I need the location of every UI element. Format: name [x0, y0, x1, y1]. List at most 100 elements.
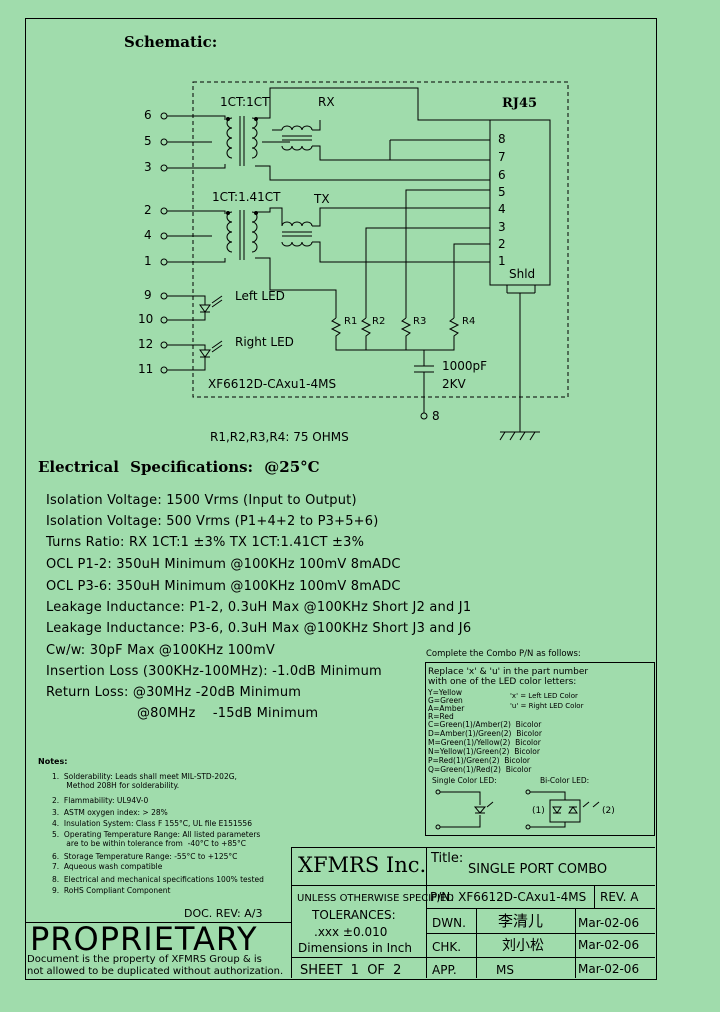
resistor-note: R1,R2,R3,R4: 75 OHMS	[210, 430, 349, 444]
left-pin-circles	[160, 112, 428, 420]
pin-9-label: 9	[144, 288, 152, 302]
tolerance-line-1: UNLESS OTHERWISE SPECIFIED	[297, 893, 454, 904]
rj45-pin-4: 4	[498, 202, 506, 216]
app-label: APP.	[432, 963, 457, 977]
pin-11-label: 11	[138, 362, 154, 376]
tb-line	[426, 933, 655, 934]
tb-line	[291, 847, 655, 848]
bicolor-pin-1: (1)	[532, 806, 545, 816]
pin-12-label: 12	[138, 337, 154, 351]
tb-line	[291, 957, 655, 958]
spec-line: Isolation Voltage: 1500 Vrms (Input to O…	[46, 493, 357, 508]
combo-box	[425, 662, 655, 836]
combo-color: D=Amber(1)/Green(2) Bicolor	[428, 729, 542, 738]
pin-5-label: 5	[144, 134, 152, 148]
combo-color: C=Green(1)/Amber(2) Bicolor	[428, 720, 542, 729]
led-symbols	[435, 789, 600, 830]
spec-line: Leakage Inductance: P3-6, 0.3uH Max @100…	[46, 621, 472, 636]
spec-line: @80MHz -15dB Minimum	[46, 706, 319, 721]
r2-label: R2	[372, 316, 386, 327]
combo-color: P=Red(1)/Green(2) Bicolor	[428, 756, 531, 765]
doc-revision: DOC. REV: A/3	[184, 907, 263, 920]
proprietary-label: PROPRIETARY	[30, 920, 258, 958]
left-led-label: Left LED	[235, 289, 285, 303]
note-line: 5. Operating Temperature Range: All list…	[52, 830, 261, 839]
combo-intro: with one of the LED color letters:	[428, 677, 577, 687]
rj45-body	[489, 119, 551, 286]
part-number: P/N: XF6612D-CAxu1-4MS	[430, 890, 587, 904]
right-led-label: Right LED	[235, 335, 294, 349]
combo-u-note: 'u' = Right LED Color	[510, 702, 584, 710]
tx-label: TX	[314, 192, 330, 206]
spec-line: Isolation Voltage: 500 Vrms (P1+4+2 to P…	[46, 514, 379, 529]
rj45-pin-1: 1	[498, 254, 506, 268]
combo-color: R=Red	[428, 712, 454, 721]
rj45-pin-8: 8	[498, 132, 506, 146]
note-line: 8. Electrical and mechanical specificati…	[52, 875, 264, 884]
cap-voltage: 2KV	[442, 377, 466, 391]
note-line: 9. RoHS Compliant Component	[52, 886, 171, 895]
bicolor-led-label: Bi-Color LED:	[540, 776, 590, 785]
rj45-pin-7: 7	[498, 150, 506, 164]
note-line: 4. Insulation System: Class F 155°C, UL …	[52, 819, 252, 828]
rj45-label: RJ45	[502, 96, 538, 111]
combo-color: G=Green	[428, 696, 463, 705]
tb-line	[575, 908, 576, 978]
tb-line	[291, 885, 655, 886]
spec-line: Insertion Loss (300KHz-100MHz): -1.0dB M…	[46, 664, 382, 679]
pin-2-label: 2	[144, 203, 152, 217]
spec-line: Leakage Inductance: P1-2, 0.3uH Max @100…	[46, 600, 472, 615]
chk-label: CHK.	[432, 940, 462, 954]
note-line: Method 208H for solderability.	[52, 781, 180, 790]
rj45-pin-3: 3	[498, 220, 506, 234]
spec-line: Turns Ratio: RX 1CT:1 ±3% TX 1CT:1.41CT …	[46, 535, 365, 550]
company-name: XFMRS Inc.	[298, 853, 427, 877]
combo-color: A=Amber	[428, 704, 465, 713]
tb-line	[426, 908, 655, 909]
tb-line	[291, 847, 292, 978]
note-line: 1. Solderability: Leads shall meet MIL-S…	[52, 772, 237, 781]
combo-color: M=Green(1)/Yellow(2) Bicolor	[428, 738, 541, 747]
notes-title: Notes:	[38, 757, 68, 766]
cap-value: 1000pF	[442, 359, 488, 373]
tolerance-line-3: .xxx ±0.010	[314, 925, 388, 939]
dwn-name: 李清儿	[498, 912, 544, 930]
note-line: 6. Storage Temperature Range: -55°C to +…	[52, 852, 238, 861]
tolerance-line-4: Dimensions in Inch	[298, 941, 412, 955]
spec-line: OCL P1-2: 350uH Minimum @100KHz 100mV 8m…	[46, 557, 401, 572]
electrical-spec-title: Electrical Specifications: @25°C	[38, 458, 320, 476]
rj45-pin-6: 6	[498, 168, 506, 182]
spec-line: Return Loss: @30MHz -20dB Minimum	[46, 685, 302, 700]
note-line: are to be within tolerance from -40°C to…	[52, 839, 246, 848]
rx-label: RX	[318, 95, 335, 109]
note-line: 3. ASTM oxygen index: > 28%	[52, 808, 168, 817]
shield-label: Shld	[509, 267, 536, 281]
r3-label: R3	[413, 316, 427, 327]
title-label: Title:	[431, 851, 464, 866]
chk-name: 刘小松	[502, 938, 544, 954]
note-line: 2. Flammability: UL94V-0	[52, 796, 149, 805]
r1-label: R1	[344, 316, 358, 327]
combo-color: Q=Green(1)/Red(2) Bicolor	[428, 765, 532, 774]
proprietary-line-1: Document is the property of XFMRS Group …	[27, 954, 262, 965]
spec-line: OCL P3-6: 350uH Minimum @100KHz 100mV 8m…	[46, 579, 401, 594]
schematic-part-label: XF6612D-CAxu1-4MS	[208, 377, 337, 391]
rx-ratio-label: 1CT:1CT	[220, 95, 270, 109]
note-line: 7. Aqueous wash compatible	[52, 862, 163, 871]
schematic-enclosure	[192, 81, 569, 398]
pin-1-label: 1	[144, 254, 152, 268]
combo-color: N=Yellow(1)/Green(2) Bicolor	[428, 747, 540, 756]
tb-line	[476, 908, 477, 978]
combo-color: Y=Yellow	[428, 688, 462, 697]
tb-line	[594, 885, 595, 908]
combo-title: Complete the Combo P/N as follows:	[426, 649, 581, 659]
proprietary-line-2: not allowed to be duplicated without aut…	[27, 966, 284, 977]
tb-line	[25, 922, 291, 923]
chk-date: Mar-02-06	[578, 938, 640, 952]
app-name: MS	[496, 963, 514, 977]
drawing-border	[25, 18, 657, 980]
combo-intro: Replace 'x' & 'u' in the part number	[428, 667, 589, 677]
app-date: Mar-02-06	[578, 962, 640, 976]
pin-3-label: 3	[144, 160, 152, 174]
